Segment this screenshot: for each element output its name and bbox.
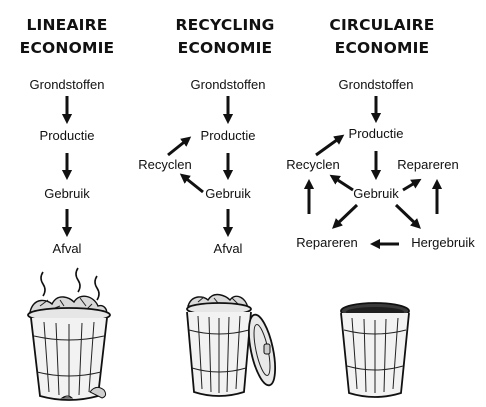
node-grondstoffen: Grondstoffen [30, 77, 105, 92]
title-lineaire-line1: LINEAIRE [26, 16, 107, 34]
node-repareren-top: Repareren [397, 157, 458, 172]
column-recycling: RECYCLING ECONOMIE Grondstoffen Producti… [138, 16, 274, 256]
arrow-gebruik-hergebruik [394, 203, 421, 229]
node-grondstoffen: Grondstoffen [339, 77, 414, 92]
column-lineaire: LINEAIRE ECONOMIE Grondstoffen Productie… [20, 16, 115, 256]
arrow-gebruik-recyclen [179, 173, 204, 194]
node-gebruik: Gebruik [205, 186, 251, 201]
arrow-recyclen-productie [315, 134, 345, 157]
title-circulaire-line1: CIRCULAIRE [329, 16, 434, 34]
arrow-gebruik-recyclen [329, 174, 354, 192]
arrow-gebruik-repareren [402, 178, 422, 192]
title-circulaire-line2: ECONOMIE [335, 39, 430, 57]
node-afval: Afval [53, 241, 82, 256]
trash-can-overflowing-icon [27, 267, 111, 401]
title-recycling-line2: ECONOMIE [178, 39, 273, 57]
trash-can-empty-icon [340, 302, 410, 398]
title-recycling-line1: RECYCLING [175, 16, 274, 34]
node-afval: Afval [214, 241, 243, 256]
node-productie: Productie [40, 128, 95, 143]
node-recyclen: Recyclen [286, 157, 339, 172]
trash-can-full-icon [186, 293, 277, 397]
node-recyclen: Recyclen [138, 157, 191, 172]
arrow-gebruik-repareren-bottom [332, 203, 359, 229]
title-lineaire-line2: ECONOMIE [20, 39, 115, 57]
column-circulaire: CIRCULAIRE ECONOMIE Grondstoffen Product… [286, 16, 475, 250]
arrow-recyclen-productie [167, 136, 192, 157]
node-gebruik: Gebruik [353, 186, 399, 201]
node-repareren-bottom: Repareren [296, 235, 357, 250]
node-grondstoffen: Grondstoffen [191, 77, 266, 92]
node-productie: Productie [349, 126, 404, 141]
node-hergebruik: Hergebruik [411, 235, 475, 250]
node-gebruik: Gebruik [44, 186, 90, 201]
node-productie: Productie [201, 128, 256, 143]
